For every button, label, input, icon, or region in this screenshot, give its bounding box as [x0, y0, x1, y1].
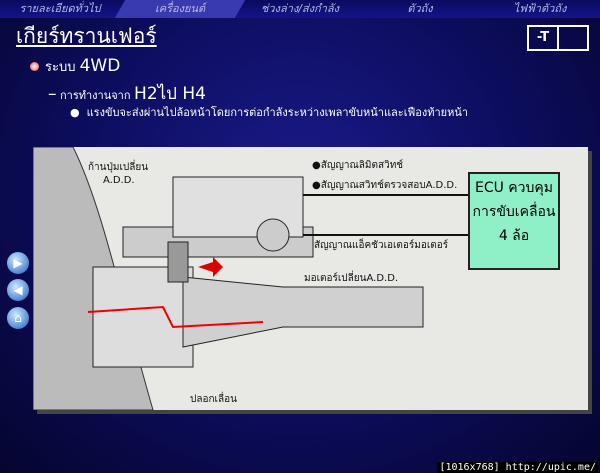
- bullet-operation: – การทำงานจาก H2ไป H4: [48, 84, 206, 104]
- label-limit-switch: ●สัญญาณลิมิตสวิทช์: [312, 160, 404, 171]
- bullet-icon: [30, 62, 39, 71]
- previous-button[interactable]: ◀: [7, 279, 29, 301]
- label-shift-rod: ก้านปุ่มเปลี่ยน: [88, 162, 149, 173]
- bullet-detail: ● แรงขับจะส่งผ่านไปล้อหน้าโดยการต่อกำลัง…: [70, 106, 469, 119]
- label-check-switch: ●สัญญาณสวิทช์ตรวจสอบA.D.D.: [312, 180, 458, 191]
- label-motor: มอเตอร์เปลี่ยนA.D.D.: [304, 273, 399, 284]
- shift-sleeve-mark: [167, 241, 189, 283]
- nav-general[interactable]: รายละเอียดทั่วไป: [19, 2, 101, 15]
- label-actuator: สัญญาณแอ็คชัวเอเตอร์มอเตอร์: [314, 240, 449, 251]
- nav-engine[interactable]: เครื่องยนต์: [114, 0, 246, 18]
- home-icon: ⌂: [14, 311, 22, 325]
- next-icon: ▶: [13, 256, 23, 270]
- home-button[interactable]: ⌂: [7, 307, 29, 329]
- next-button[interactable]: ▶: [7, 252, 29, 274]
- page-title: เกียร์ทรานเฟอร์: [16, 24, 157, 48]
- transfer-diagram: [32, 146, 468, 411]
- top-nav: รายละเอียดทั่วไป เครื่องยนต์ ช่วงล่าง/ส่…: [0, 0, 600, 18]
- label-sleeve: ปลอกเลื่อน: [190, 394, 237, 405]
- previous-icon: ◀: [13, 283, 23, 297]
- footer-watermark: [1016x768] http://upic.me/: [437, 462, 598, 473]
- bullet-system: ระบบ 4WD: [30, 56, 120, 77]
- nav-body[interactable]: ตัวถัง: [407, 2, 433, 15]
- nav-electrical[interactable]: ไฟฟ้าตัวถัง: [513, 2, 567, 15]
- nav-chassis[interactable]: ช่วงล่าง/ส่งกำลัง: [260, 2, 340, 15]
- diagram-panel: [32, 146, 588, 411]
- model-box: -T: [527, 25, 589, 51]
